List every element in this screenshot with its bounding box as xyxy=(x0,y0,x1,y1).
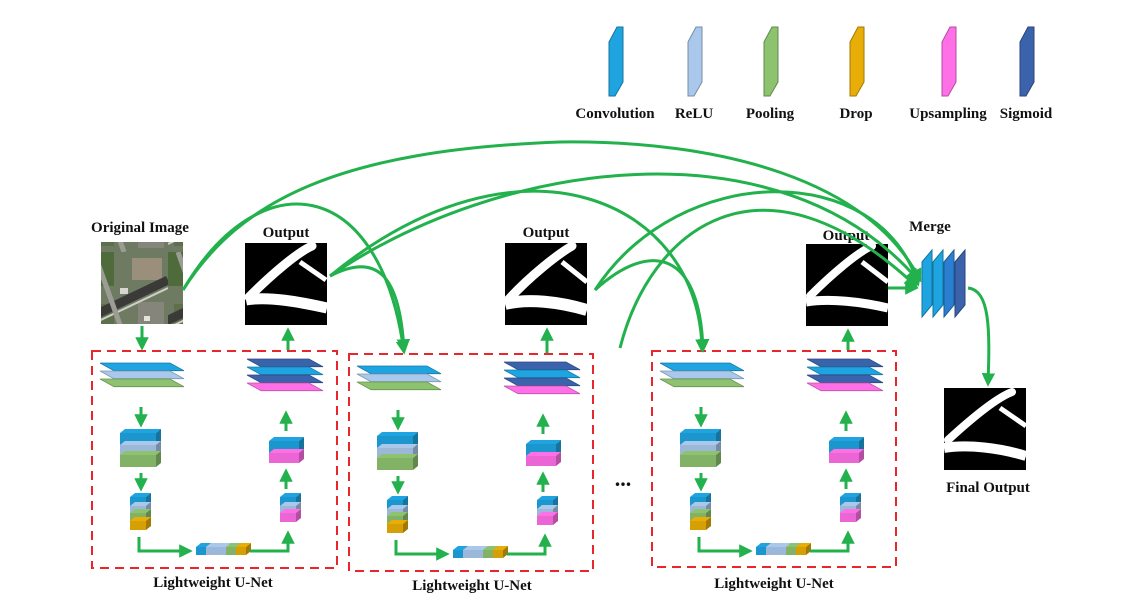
relu-layer-icon xyxy=(687,26,703,97)
merge-layer xyxy=(943,248,955,319)
decoder-upsampling-layer xyxy=(806,382,884,392)
unet-label-1: Lightweight U-Net xyxy=(153,575,273,591)
decoder-mid-upsampling xyxy=(269,449,304,463)
decoder-conv-layer xyxy=(246,374,324,384)
merge-label: Merge xyxy=(909,219,951,235)
image-module-arrows xyxy=(135,326,855,353)
arrow-enc-to-bottleneck xyxy=(394,540,450,561)
encoder-conv-layer xyxy=(99,362,185,372)
decoder-conv-layer xyxy=(806,374,884,384)
decoder-conv-layer xyxy=(806,366,884,376)
unet-box-2 xyxy=(348,353,594,572)
decoder-sigmoid-layer xyxy=(806,358,884,368)
arrow-bottleneck-to-dec xyxy=(250,530,295,553)
merge-layer xyxy=(921,248,933,319)
arrow-enc-to-bottleneck xyxy=(697,537,753,558)
encoder-relu-layer xyxy=(99,370,185,380)
final-output-label: Final Output xyxy=(946,480,1030,496)
encoder-mid-pooling xyxy=(120,451,161,467)
encoder-relu-layer xyxy=(356,373,442,383)
connection-output2-to-merge xyxy=(593,190,922,291)
legend-label-drop: Drop xyxy=(839,106,872,122)
arrow-bottleneck-to-dec xyxy=(507,533,552,556)
ellipsis: ... xyxy=(615,466,632,491)
decoder-upsampling-layer xyxy=(246,382,324,392)
unet-module-1 xyxy=(99,358,324,558)
output-label-2: Output xyxy=(523,225,570,241)
connection-output1-to-merge xyxy=(329,172,920,283)
encoder-relu-layer xyxy=(659,370,745,380)
decoder-mid-upsampling xyxy=(829,449,864,463)
convolution-layer-icon xyxy=(608,26,624,97)
encoder-mid-pooling xyxy=(680,451,721,467)
unet-box-1 xyxy=(91,350,338,569)
unet-label-2: Lightweight U-Net xyxy=(412,578,532,594)
arrow-enc-to-bottleneck xyxy=(137,537,193,558)
merge-block xyxy=(921,248,966,319)
output-label-1: Output xyxy=(263,225,310,241)
legend-label-upsampling: Upsampling xyxy=(909,106,987,122)
upsampling-layer-icon xyxy=(941,26,957,97)
decoder-conv-layer xyxy=(503,377,581,387)
unet-module-2 xyxy=(356,361,581,561)
encoder-pooling-layer xyxy=(659,378,745,388)
decoder-sigmoid-layer xyxy=(503,361,581,371)
encoder-low-drop xyxy=(130,517,151,530)
encoder-pooling-layer xyxy=(99,378,185,388)
connection-output2-to-unet-3 xyxy=(593,259,710,353)
encoder-conv-layer xyxy=(356,365,442,375)
connections xyxy=(181,140,996,387)
decoder-conv-layer xyxy=(503,369,581,379)
decoder-low-upsampling xyxy=(840,509,861,522)
connection-original-to-unet-2 xyxy=(181,202,410,355)
output-image-3 xyxy=(805,242,890,326)
legend-label-pooling: Pooling xyxy=(746,106,795,122)
encoder-conv-layer xyxy=(659,362,745,372)
legend-label-relu: ReLU xyxy=(675,106,713,122)
connection-merge-to-final xyxy=(967,286,996,387)
legend: Convolution ReLU Pooling Drop Upsampling… xyxy=(575,26,1053,122)
connection-unet2-to-merge xyxy=(618,208,918,349)
decoder-conv-layer xyxy=(246,366,324,376)
legend-label-sigmoid: Sigmoid xyxy=(1000,106,1053,122)
encoder-mid-pooling xyxy=(377,454,418,470)
decoder-low-upsampling xyxy=(280,509,301,522)
encoder-pooling-layer xyxy=(356,381,442,391)
decoder-low-upsampling xyxy=(537,512,558,525)
connection-output1-to-unet-2 xyxy=(329,265,411,353)
unet-module-3 xyxy=(659,358,884,558)
merge-layer xyxy=(932,248,944,319)
encoder-low-drop xyxy=(387,520,408,533)
bottleneck-layer xyxy=(236,543,251,555)
pooling-layer-icon xyxy=(763,26,779,97)
unet-box-3 xyxy=(651,350,897,568)
bottleneck-layer xyxy=(796,543,811,555)
sigmoid-layer-icon xyxy=(1019,26,1035,97)
original-image-label: Original Image xyxy=(91,220,189,236)
arrow-bottleneck-to-dec xyxy=(810,530,855,553)
decoder-sigmoid-layer xyxy=(246,358,324,368)
legend-label-convolution: Convolution xyxy=(575,106,655,122)
decoder-upsampling-layer xyxy=(503,385,581,395)
final-output-image xyxy=(943,388,1028,470)
unet-label-3: Lightweight U-Net xyxy=(714,576,834,592)
bottleneck-layer xyxy=(493,546,508,558)
original-image xyxy=(101,242,183,324)
drop-layer-icon xyxy=(849,26,865,97)
decoder-mid-upsampling xyxy=(526,452,561,466)
output-image-1 xyxy=(244,241,329,325)
connection-output1-to-unet-3 xyxy=(329,189,709,353)
output-image-2 xyxy=(503,241,589,325)
merge-layer xyxy=(954,248,966,319)
encoder-low-drop xyxy=(690,517,711,530)
